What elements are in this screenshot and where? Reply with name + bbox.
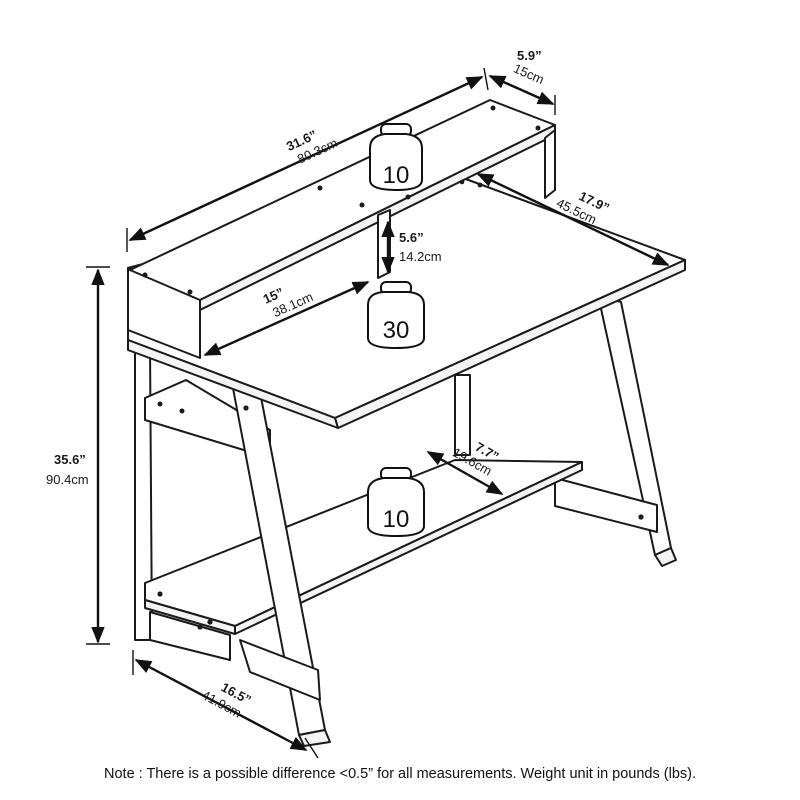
weight-label-desktop: 30 bbox=[383, 317, 410, 344]
weight-icon-desktop: 30 bbox=[367, 281, 425, 350]
bottom-shelf bbox=[144, 459, 583, 635]
dim-hutch-depth-imperial: 5.9” bbox=[517, 48, 542, 63]
weight-label-shelf: 10 bbox=[383, 506, 410, 533]
dim-total-height-metric: 90.4cm bbox=[46, 472, 89, 487]
right-rear-stretcher bbox=[554, 477, 658, 533]
dim-total-height-imperial: 35.6” bbox=[54, 452, 86, 467]
weight-label-hutch: 10 bbox=[383, 162, 410, 189]
dim-hutch-height-metric: 14.2cm bbox=[399, 249, 442, 264]
weight-icon-shelf: 10 bbox=[367, 467, 425, 538]
measurement-note: Note : There is a possible difference <0… bbox=[104, 766, 696, 782]
dim-hutch-height-imperial: 5.6” bbox=[399, 230, 424, 245]
dimension-lines bbox=[86, 67, 670, 759]
dim-hutch-depth-metric: 15cm bbox=[511, 61, 546, 88]
back-center-post bbox=[454, 374, 471, 456]
weight-icon-hutch: 10 bbox=[369, 123, 423, 192]
